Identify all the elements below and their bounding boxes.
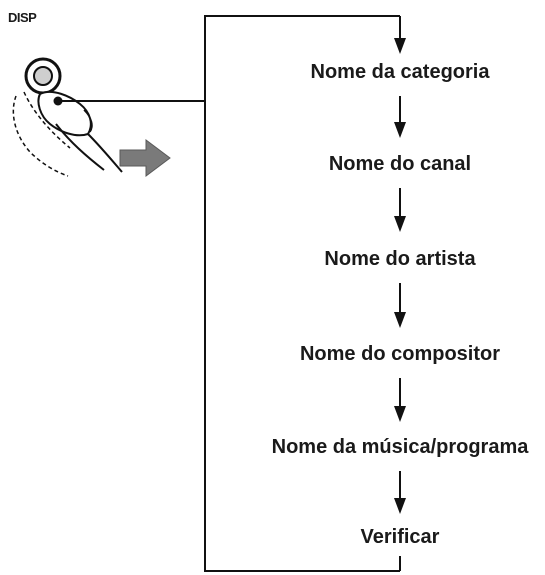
step-check: Verificar: [361, 526, 440, 548]
flow-arrow-icon: [394, 406, 406, 422]
finger-pressing-button-icon: [12, 57, 171, 177]
step-artist-name: Nome do artista: [324, 248, 476, 270]
step-category-name: Nome da categoria: [311, 61, 491, 83]
disp-button-label: DISP: [8, 10, 37, 25]
flow-arrow-icon: [394, 498, 406, 514]
flow-arrow-icon: [394, 38, 406, 54]
flow-arrow-icon: [394, 216, 406, 232]
flow-arrow-icon: [394, 312, 406, 328]
step-song-program-name: Nome da música/programa: [272, 436, 530, 458]
flow-arrow-icon: [394, 122, 406, 138]
loop-return-line: [204, 15, 400, 572]
step-channel-name: Nome do canal: [329, 153, 471, 175]
step-composer-name: Nome do compositor: [300, 343, 500, 365]
